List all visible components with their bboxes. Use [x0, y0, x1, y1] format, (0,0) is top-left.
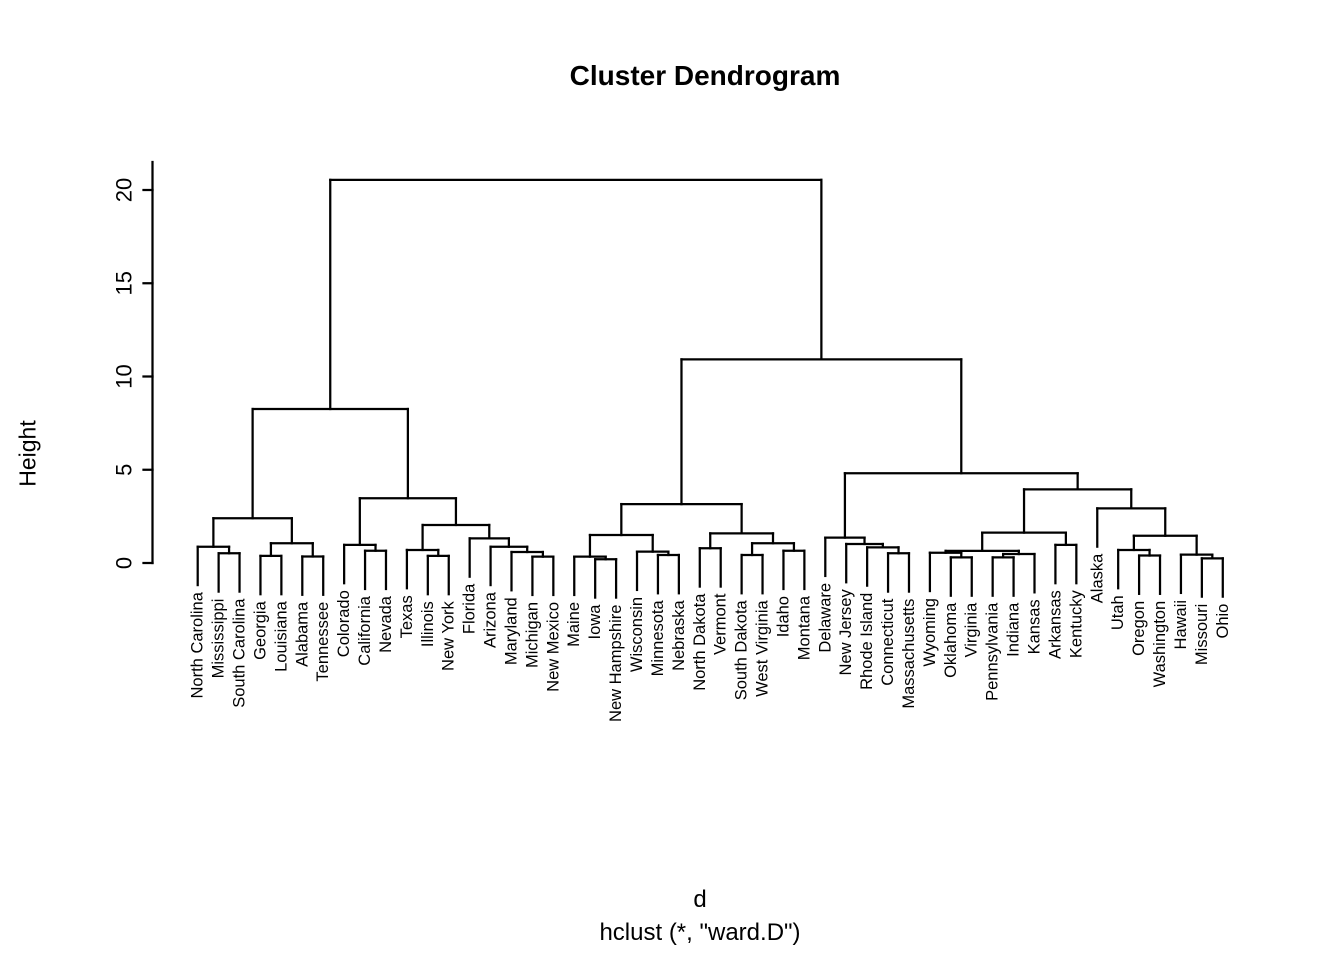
- leaf-label: Wyoming: [921, 598, 939, 667]
- leaf-label: Montana: [795, 595, 813, 660]
- leaf-label: Alaska: [1088, 553, 1106, 603]
- leaf-label: Nevada: [377, 595, 395, 653]
- leaf-label: Colorado: [335, 590, 353, 657]
- leaf-label: New Mexico: [544, 602, 562, 692]
- leaf-label: Minnesota: [649, 599, 667, 676]
- leaf-label: North Dakota: [691, 593, 709, 691]
- leaf-label: Missouri: [1193, 604, 1211, 665]
- leaf-label: Tennessee: [314, 602, 332, 682]
- leaf-label: Michigan: [523, 602, 541, 668]
- leaf-label: Alabama: [293, 601, 311, 667]
- leaf-label: Iowa: [586, 604, 604, 640]
- y-axis-tick-label: 15: [112, 271, 137, 295]
- leaf-label: New York: [440, 600, 458, 670]
- leaf-label: Delaware: [816, 583, 834, 653]
- leaf-label: Maine: [565, 602, 583, 647]
- leaf-label: Indiana: [1005, 602, 1023, 657]
- leaf-label: Rhode Island: [858, 593, 876, 690]
- leaf-label: Mississippi: [210, 599, 228, 679]
- leaf-label: West Virginia: [754, 599, 772, 696]
- leaf-label: Louisiana: [272, 600, 290, 671]
- leaf-label: Virginia: [963, 602, 981, 658]
- x-axis-caption-d: d: [693, 886, 707, 913]
- leaf-label: Utah: [1109, 595, 1127, 630]
- y-axis-tick-label: 5: [112, 464, 137, 476]
- leaf-label: Connecticut: [879, 598, 897, 686]
- leaf-label: Ohio: [1214, 604, 1232, 639]
- leaf-label: Wisconsin: [628, 597, 646, 672]
- leaf-label: South Carolina: [231, 598, 249, 708]
- leaf-label: Florida: [461, 583, 479, 634]
- leaf-label: Hawaii: [1172, 600, 1190, 650]
- leaf-label: New Jersey: [837, 589, 855, 676]
- y-axis-tick-label: 20: [112, 178, 137, 202]
- x-axis-caption-method: hclust (*, "ward.D"): [599, 919, 801, 946]
- leaf-label: Washington: [1151, 601, 1169, 688]
- leaf-label: Oklahoma: [942, 602, 960, 678]
- leaf-label: Kentucky: [1067, 589, 1085, 658]
- leaf-label: Illinois: [419, 601, 437, 647]
- leaf-label: Vermont: [712, 593, 730, 655]
- leaf-label: Massachusetts: [900, 599, 918, 709]
- leaf-label: Arkansas: [1046, 590, 1064, 659]
- leaf-label: Idaho: [774, 596, 792, 637]
- leaf-label: Pennsylvania: [984, 602, 1002, 701]
- leaf-label: Georgia: [251, 600, 269, 660]
- leaf-label: Arizona: [482, 591, 500, 648]
- leaf-label: Maryland: [503, 597, 521, 665]
- leaf-label: Texas: [398, 595, 416, 638]
- y-axis-tick-label: 10: [112, 364, 137, 388]
- leaf-label: North Carolina: [189, 591, 207, 698]
- chart-title: Cluster Dendrogram: [569, 60, 841, 91]
- y-axis-tick-label: 0: [112, 557, 137, 569]
- leaf-label: California: [356, 595, 374, 666]
- leaf-label: Nebraska: [670, 599, 688, 670]
- leaf-label: South Dakota: [733, 599, 751, 700]
- leaf-label: New Hampshire: [607, 605, 625, 722]
- leaf-label: Kansas: [1026, 599, 1044, 654]
- leaf-label: Oregon: [1130, 601, 1148, 656]
